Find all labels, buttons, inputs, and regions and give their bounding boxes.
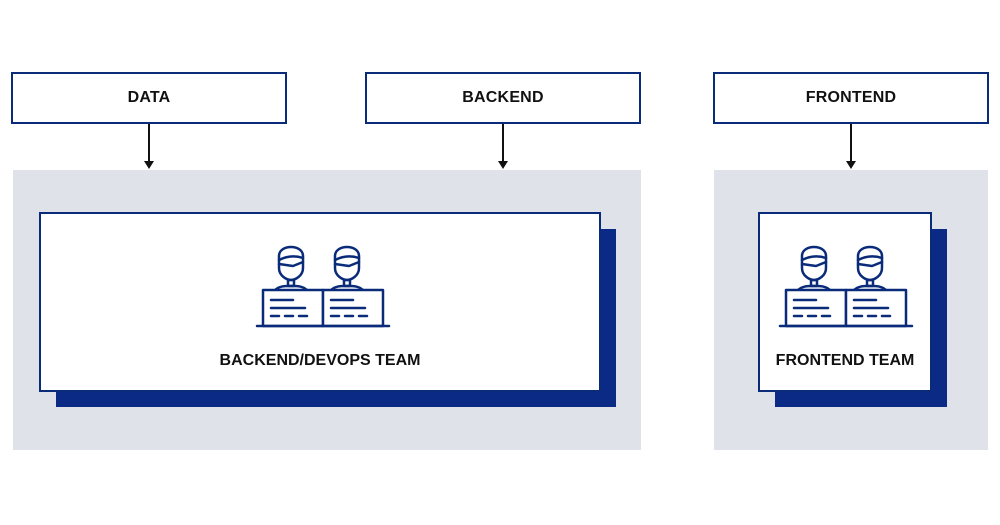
backend-devops-team-label: BACKEND/DEVOPS TEAM [219,352,421,369]
data-source-box: DATA [11,72,287,124]
backend-devops-team-card: BACKEND/DEVOPS TEAM [39,212,601,392]
data-source-label: DATA [127,89,171,106]
frontend-team-card: FRONTEND TEAM [758,212,932,392]
frontend-source-box: FRONTEND [713,72,989,124]
team-people-icon [778,245,914,328]
backend-source-box: BACKEND [365,72,641,124]
team-people-icon [255,245,391,328]
frontend-team-label: FRONTEND TEAM [775,352,915,369]
frontend-source-label: FRONTEND [805,89,897,106]
backend-source-label: BACKEND [462,89,544,106]
